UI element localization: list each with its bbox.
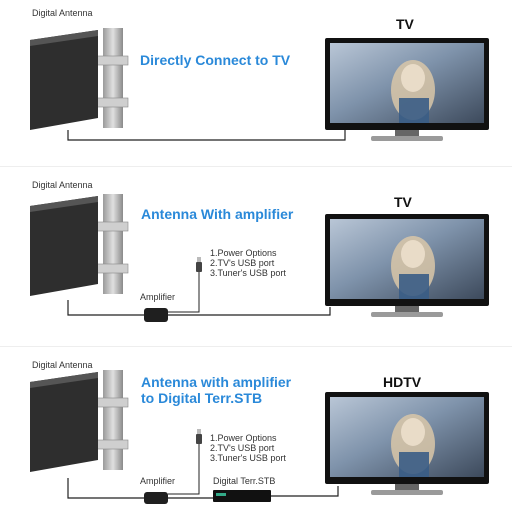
antenna-label: Digital Antenna [32, 360, 93, 370]
power-options: 1.Power Options 2.TV's USB port 3.Tuner'… [210, 248, 286, 278]
tv-icon [325, 214, 489, 317]
panel-heading: Directly Connect to TV [140, 52, 291, 68]
power-options: 1.Power Options 2.TV's USB port 3.Tuner'… [210, 433, 286, 463]
usb-plug-icon [196, 257, 202, 272]
direct-scene [29, 27, 489, 141]
amplifier-label: Amplifier [140, 292, 176, 302]
coax-cable [67, 478, 144, 499]
amplifier-icon [144, 492, 168, 504]
panel-amplifier: Digital Antenna Antenna With amplifier T… [0, 172, 512, 347]
coax-cable [67, 300, 144, 316]
av-cable [271, 486, 339, 497]
amplifier-label: Amplifier [140, 476, 176, 486]
divider [0, 346, 512, 347]
amplifier-scene [29, 193, 489, 322]
divider [0, 166, 512, 167]
coax-cable [67, 130, 346, 141]
usb-cable [168, 444, 200, 495]
amplifier-icon [144, 308, 168, 322]
antenna-icon [29, 193, 129, 297]
usb-cable [168, 272, 200, 313]
antenna-label: Digital Antenna [32, 8, 93, 18]
panel-direct: Digital Antenna Directly Connect to TV T… [0, 0, 512, 160]
stb-scene [29, 369, 489, 504]
usb-plug-icon [196, 429, 202, 444]
antenna-icon [29, 27, 129, 131]
set-top-box-icon [213, 490, 271, 502]
antenna-label: Digital Antenna [32, 180, 93, 190]
coax-cable [168, 307, 331, 316]
tv-label: TV [396, 16, 414, 32]
panel-heading: Antenna with amplifier to Digital Terr.S… [141, 374, 292, 406]
tv-label: TV [394, 194, 412, 210]
tv-icon [325, 392, 489, 495]
tv-label: HDTV [383, 374, 422, 390]
panel-heading: Antenna With amplifier [141, 206, 294, 222]
stb-display [216, 493, 226, 496]
stb-label: Digital Terr.STB [213, 476, 276, 486]
antenna-icon [29, 369, 129, 473]
panel-stb: Digital Antenna Antenna with amplifier t… [0, 348, 512, 512]
tv-icon [325, 38, 489, 141]
